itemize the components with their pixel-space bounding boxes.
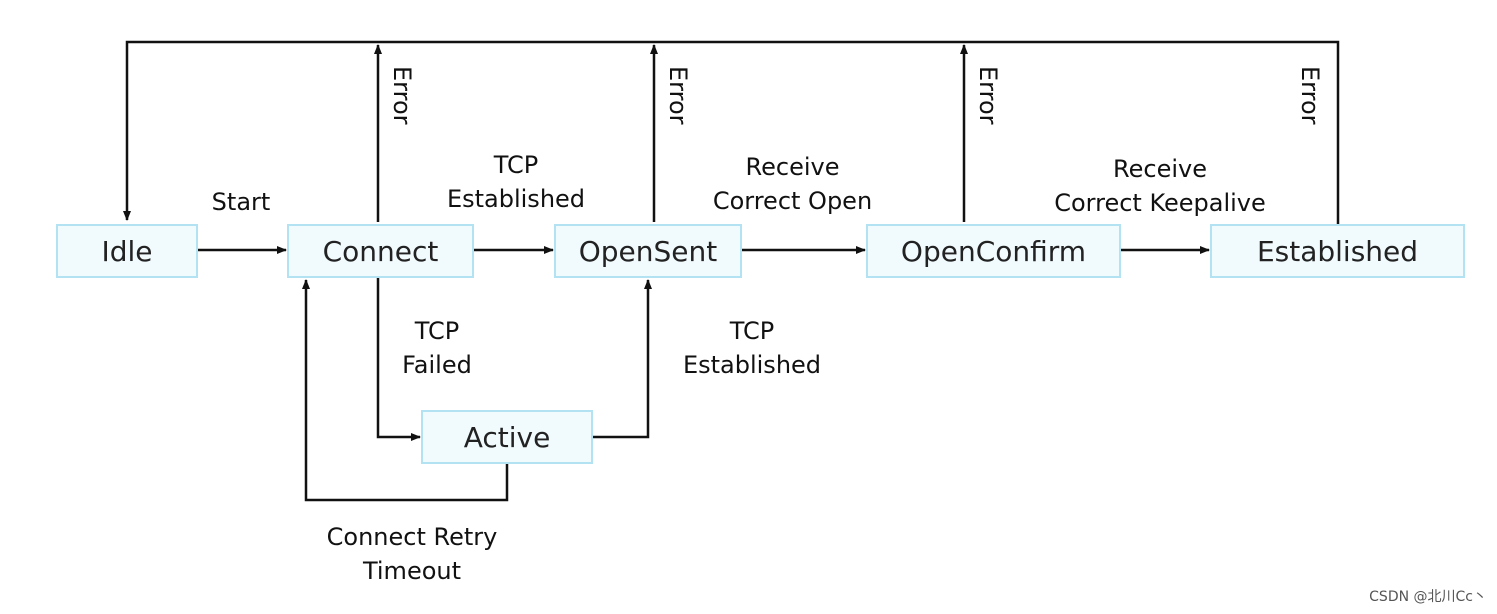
- label-tcp-established-top: TCP Established: [446, 151, 586, 213]
- label-error-openconfirm: Error: [974, 66, 1002, 125]
- state-openconfirm: OpenConfirm: [866, 224, 1121, 278]
- state-active: Active: [421, 410, 593, 464]
- label-error-established: Error: [1296, 66, 1324, 125]
- state-established: Established: [1210, 224, 1465, 278]
- state-opensent: OpenSent: [554, 224, 742, 278]
- label-receive-correct-open: Receive Correct Open: [712, 153, 873, 215]
- state-idle: Idle: [56, 224, 198, 278]
- arrow-active-connect: [302, 279, 509, 502]
- watermark: CSDN @北川Cc丶: [1369, 589, 1487, 605]
- arrow-connect-active: [376, 278, 421, 441]
- error-return-line: [123, 40, 1340, 225]
- label-error-connect: Error: [388, 66, 416, 125]
- label-tcp-established-bottom: TCP Established: [682, 317, 822, 379]
- label-start: Start: [211, 188, 271, 216]
- label-connect-retry-timeout: Connect Retry Timeout: [326, 523, 498, 585]
- arrow-active-opensent: [593, 279, 652, 439]
- state-connect: Connect: [287, 224, 474, 278]
- label-receive-correct-keepalive: Receive Correct Keepalive: [1054, 155, 1266, 217]
- label-error-opensent: Error: [664, 66, 692, 125]
- label-tcp-failed: TCP Failed: [402, 317, 472, 379]
